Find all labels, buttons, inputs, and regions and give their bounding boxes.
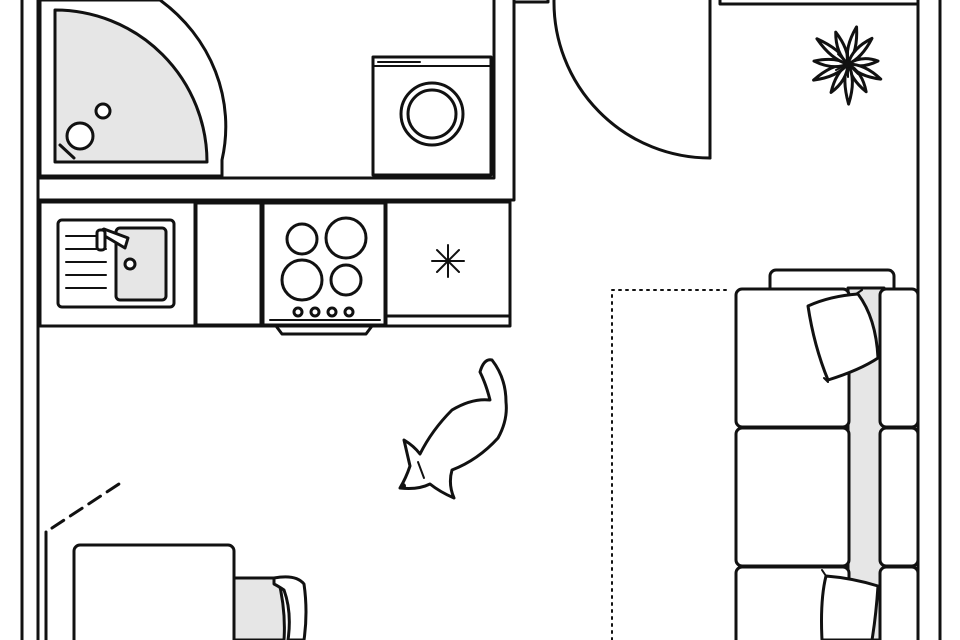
- fridge: [384, 244, 512, 318]
- dog-body: [398, 358, 508, 500]
- chair-back: [272, 575, 308, 640]
- door-swing-arc: [552, 0, 712, 160]
- pillow: [820, 574, 880, 640]
- washing-machine-door: [399, 81, 465, 147]
- hob-knob: [292, 306, 304, 318]
- cabinet: [194, 201, 263, 327]
- top-wall-right: [718, 0, 920, 6]
- plant-icon: [812, 25, 883, 106]
- kitchen: [38, 200, 512, 336]
- shower-head: [58, 143, 76, 160]
- burner-small: [285, 222, 319, 256]
- hob-knob: [326, 306, 338, 318]
- hob-knob: [343, 306, 355, 318]
- washing-machine-drum: [406, 88, 458, 140]
- dog-ear-line: [417, 461, 425, 479]
- hob-top: [261, 201, 387, 327]
- snowflake-icon: [431, 244, 465, 278]
- sofa-cushion: [734, 426, 851, 568]
- chair-seat: [232, 576, 286, 640]
- pillow-corners: [823, 289, 863, 383]
- bathroom-wall-outer: [36, 0, 516, 202]
- sofa-back: [878, 426, 920, 568]
- hob: [261, 201, 387, 336]
- sofa-back: [878, 565, 920, 640]
- burner-large: [280, 258, 324, 302]
- shower-valve: [94, 102, 112, 120]
- pillow-corners: [821, 569, 827, 577]
- dog-nose: [400, 483, 406, 489]
- hob-knob: [309, 306, 321, 318]
- burner-small: [329, 263, 363, 297]
- sink-drain: [123, 257, 137, 271]
- dog-icon: [398, 358, 508, 500]
- sink: [56, 218, 176, 309]
- bathroom: [38, 0, 493, 178]
- dining-set: [44, 480, 308, 640]
- bathroom-wall-inner: [36, 0, 496, 180]
- washing-machine: [371, 55, 493, 177]
- sink-basin: [114, 226, 168, 302]
- shower-drain: [65, 121, 95, 151]
- burner-large: [324, 216, 368, 260]
- sofa: [734, 268, 920, 640]
- door-jamb-left: [512, 0, 550, 4]
- swing-line: [50, 480, 124, 530]
- table: [72, 543, 236, 640]
- tap-handle: [95, 228, 107, 252]
- sofa-back: [878, 287, 920, 429]
- corner-shower: [53, 8, 209, 164]
- hob-front-edge: [274, 324, 374, 336]
- pillow: [806, 292, 880, 382]
- rug-outline: [611, 289, 727, 640]
